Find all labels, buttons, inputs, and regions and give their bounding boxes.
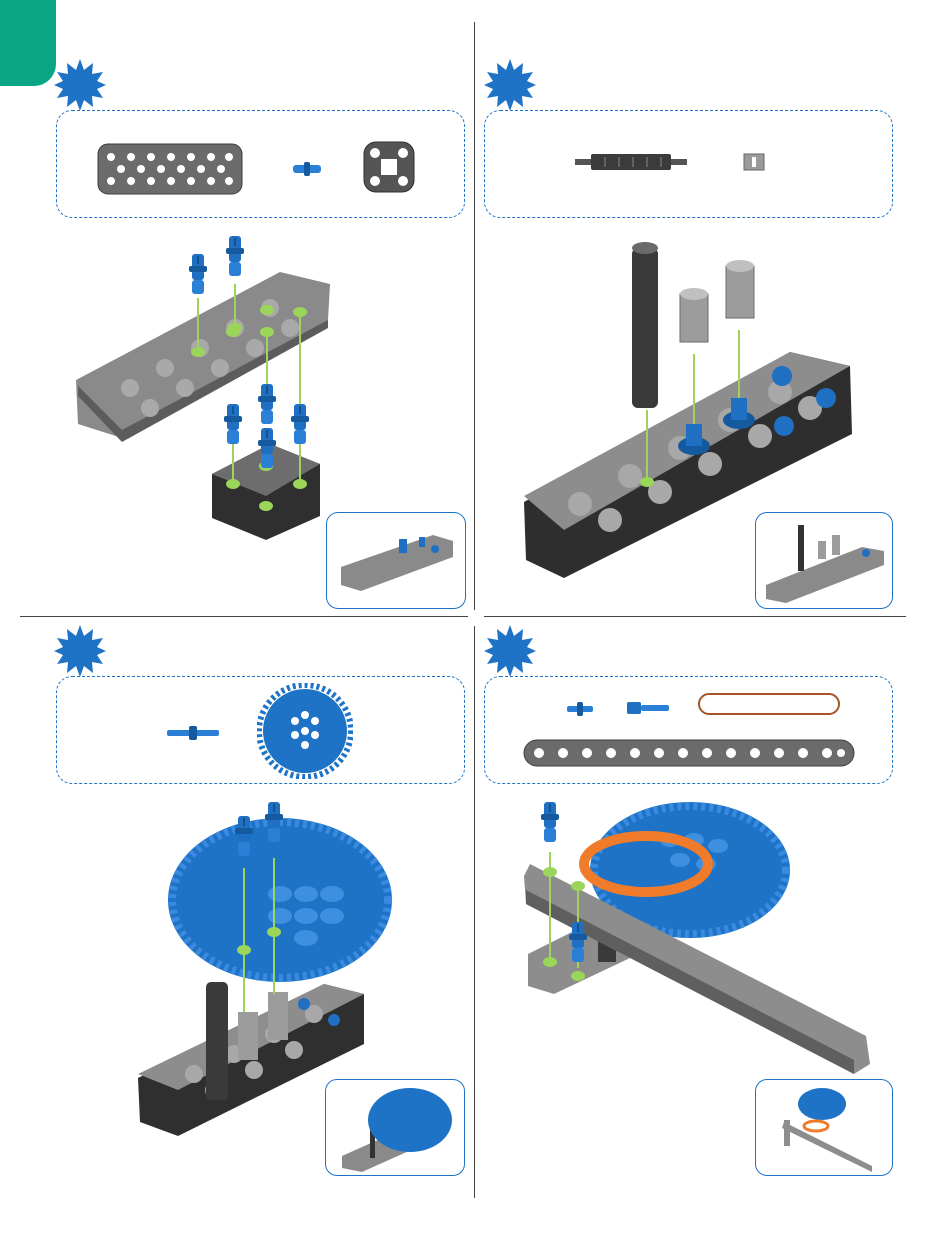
step-2-preview-inset [755, 512, 893, 609]
plate-2x6-icon [97, 143, 243, 195]
column-divider-top [474, 22, 475, 610]
completed-plate-preview [337, 527, 457, 597]
step-4-illustration [520, 798, 884, 1078]
step-4-star-icon [483, 624, 537, 678]
step-2-star-icon [483, 58, 537, 112]
completed-lever-preview [776, 1086, 880, 1172]
gear-large-icon [257, 683, 353, 779]
row-divider-left [20, 616, 468, 617]
connector-pin-icon [565, 701, 595, 717]
section-tab [0, 0, 56, 86]
axle-long-icon [575, 153, 687, 171]
step-3-parts-box [56, 676, 465, 784]
row-divider-right [484, 616, 906, 617]
step-1-illustration [70, 228, 460, 548]
completed-gear-preview [338, 1086, 458, 1172]
hub-square-icon [363, 141, 415, 193]
column-divider-bottom [474, 626, 475, 1198]
step-4-preview-inset [755, 1079, 893, 1176]
connector-pin-icon [291, 161, 323, 177]
capped-pin-icon [625, 699, 671, 717]
step-1-star-icon [53, 58, 107, 112]
step-2-parts-box [484, 110, 893, 218]
double-pin-icon [165, 725, 221, 741]
beam-long-icon [523, 739, 855, 767]
rubber-band-icon [697, 691, 841, 717]
step-1-parts-box [56, 110, 465, 218]
step-3-star-icon [53, 624, 107, 678]
step-4-parts-box [484, 676, 893, 784]
step-1-preview-inset [326, 512, 466, 609]
completed-axle-preview [762, 521, 888, 605]
step-3-preview-inset [325, 1079, 465, 1176]
standoff-small-icon [743, 153, 765, 171]
